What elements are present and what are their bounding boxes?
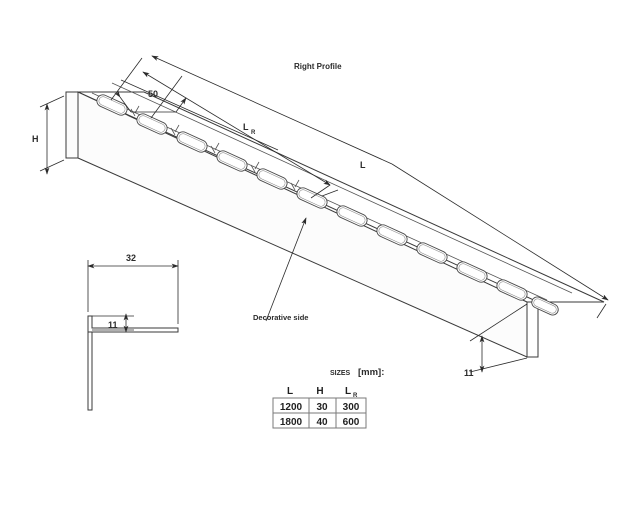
sizes-units-label: [mm]: [358, 367, 384, 378]
table-cell-value: 300 [343, 402, 360, 413]
dimension-L-label: L [360, 160, 366, 170]
table-cell-value: 30 [316, 402, 328, 413]
slot [416, 242, 448, 264]
decorative-side-label: Decorative side [253, 313, 308, 322]
dimension-H-label: H [32, 134, 39, 144]
slot [376, 224, 408, 246]
slot [96, 94, 128, 116]
dimension-end-lip-11: 11 [464, 303, 528, 378]
dimension-end-lip-label: 11 [464, 368, 474, 378]
dimension-section-11: 11 [92, 313, 134, 333]
table-cell-value: 600 [343, 417, 360, 428]
annotation-decorative-side: Decorative side [253, 217, 308, 322]
table-cell-value: 1200 [280, 402, 303, 413]
cross-section-view: 32 11 [87, 253, 179, 411]
slot [496, 279, 528, 301]
sizes-table: SIZES [mm]: L H L R 1200 30 300 1800 40 … [272, 367, 384, 429]
profile-left-end-cap [65, 91, 79, 159]
dimension-H: H [32, 95, 65, 175]
drawing-title: Right Profile [294, 62, 342, 71]
slot [296, 187, 328, 209]
slot [456, 261, 488, 283]
slot [531, 296, 559, 316]
dimension-section-width-label: 32 [126, 253, 136, 263]
table-header-LR-subscript: R [353, 393, 358, 399]
slot [336, 205, 368, 227]
table-cell [335, 412, 367, 429]
dimension-section-lip-label: 11 [108, 320, 118, 330]
dimension-LR-label: L [243, 122, 249, 132]
dimension-section-32: 32 [87, 253, 179, 324]
table-header-LR: L [345, 386, 351, 397]
dimension-LR-subscript: R [251, 130, 256, 136]
isometric-angle-profile [65, 82, 605, 358]
table-cell-value: 40 [316, 417, 328, 428]
profile-right-lip-face [526, 301, 539, 358]
table-cell-value: 1800 [280, 417, 303, 428]
sizes-caption-label: SIZES [330, 370, 351, 377]
table-header-L: L [287, 386, 293, 397]
dimension-L: L [151, 55, 609, 319]
dimension-LR: L R [120, 71, 339, 199]
table-header-H: H [316, 386, 323, 397]
